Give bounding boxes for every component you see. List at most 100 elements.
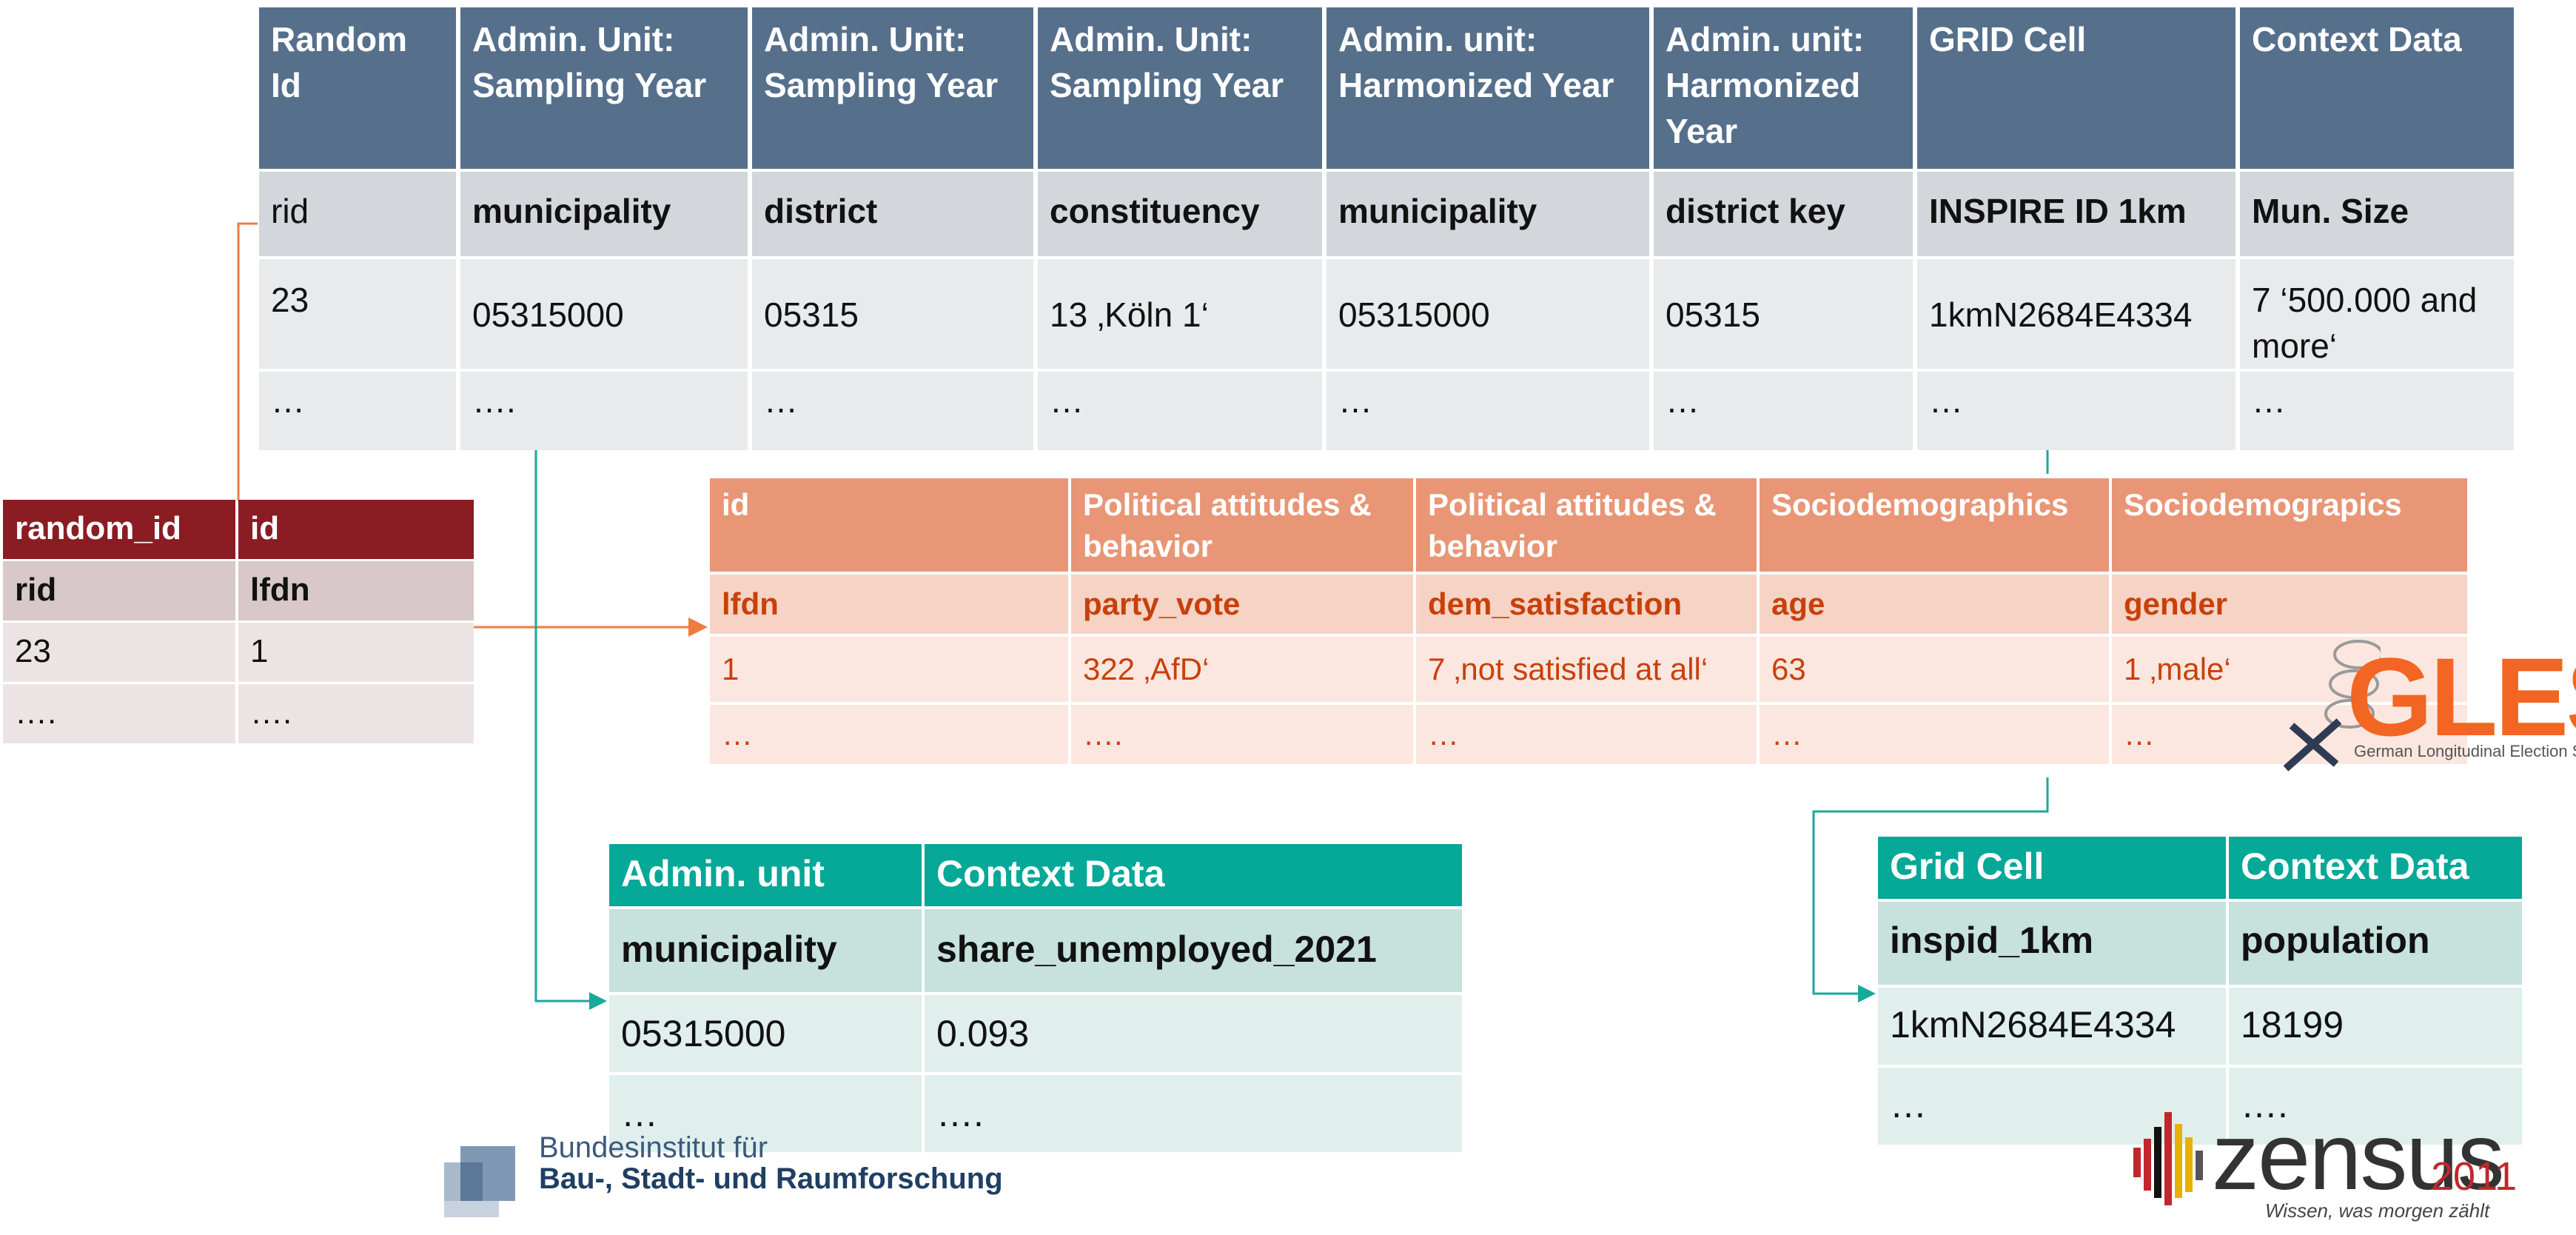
ellipsis-cell: … [1038,372,1322,450]
ballot-box-icon [2283,640,2381,772]
header-cell: Random Id [259,7,456,169]
ellipsis-cell: …. [3,684,235,743]
zensus-wordmark: zensus [2212,1104,2505,1210]
variable-cell: Mun. Size [2240,172,2514,256]
variable-cell: age [1760,575,2109,634]
header-cell: GRID Cell [1917,7,2235,169]
table-header-row: Random Id Admin. Unit: Sampling Year Adm… [259,7,2514,169]
table-row: 23 1 [3,623,474,682]
header-cell: id [238,500,474,559]
bbsr-line2: Bau-, Stadt- und Raumforschung [539,1162,1003,1195]
ellipsis-cell: … [1878,1068,2226,1145]
header-cell: Admin. Unit: Sampling Year [460,7,748,169]
header-cell: Admin. Unit: Sampling Year [752,7,1033,169]
variable-cell: inspid_1km [1878,902,2226,985]
ellipsis-cell: … [259,372,456,450]
header-cell: Sociodemograpics [2112,478,2467,572]
table-header-row: Admin. unit Context Data [609,844,1462,906]
value-cell: 1 ‚male‘ [2112,637,2467,702]
value-cell: 1kmN2684E4334 [1878,988,2226,1065]
ellipsis-cell: … [609,1075,922,1152]
variable-cell: lfdn [710,575,1068,634]
header-cell: Context Data [2240,7,2514,169]
zensus-year: 2011 [2431,1154,2518,1199]
connector-municipality-to-admin [534,431,607,1010]
bbsr-logo: Bundesinstitut für Bau-, Stadt- und Raum… [444,1131,1007,1235]
variable-cell: gender [2112,575,2467,634]
ellipsis-cell: … [1760,705,2109,764]
link-table: random_id id rid lfdn 23 1 …. …. [0,498,477,746]
ellipsis-cell: …. [925,1075,1462,1152]
header-cell: Admin. Unit: Sampling Year [1038,7,1322,169]
value-cell: 05315000 [460,259,748,369]
connector-rid-random-id [237,222,258,501]
value-cell: 23 [3,623,235,682]
ellipsis-cell: … [2240,372,2514,450]
header-cell: Admin. unit: Harmonized Year [1326,7,1649,169]
variable-cell: lfdn [238,561,474,620]
value-cell: 0.093 [925,995,1462,1072]
header-cell: Context Data [925,844,1462,906]
gles-subtitle: German Longitudinal Election Study [2354,742,2576,760]
variable-cell: district key [1654,172,1913,256]
header-cell: id [710,478,1068,572]
value-cell: 1 [238,623,474,682]
header-cell: Political attitudes & behavior [1071,478,1413,572]
table-row: … …. [1878,1068,2522,1145]
value-cell: 05315000 [1326,259,1649,369]
variable-cell: population [2229,902,2522,985]
table-header-row: random_id id [3,500,474,559]
table-header-row: Grid Cell Context Data [1878,837,2522,899]
value-cell: 05315000 [609,995,922,1072]
value-cell: 05315 [752,259,1033,369]
zensus-slogan: Wissen, was morgen zählt [2265,1199,2490,1222]
header-cell: Admin. unit: Harmonized Year [1654,7,1913,169]
variable-cell: municipality [460,172,748,256]
variable-cell: rid [259,172,456,256]
variable-cell: share_unemployed_2021 [925,909,1462,992]
connector-grid-to-table [1812,777,2049,1003]
variable-cell: party_vote [1071,575,1413,634]
ellipsis-cell: …. [1071,705,1413,764]
variable-cell: constituency [1038,172,1322,256]
ellipsis-cell: … [1416,705,1757,764]
variable-row: lfdn party_vote dem_satisfaction age gen… [710,575,2467,634]
zensus-bars-icon [2133,1112,2203,1205]
survey-table: id Political attitudes & behavior Politi… [707,475,2470,767]
value-cell: 23 [259,259,456,369]
table-header-row: id Political attitudes & behavior Politi… [710,478,2467,572]
ellipsis-cell: … [752,372,1033,450]
ellipsis-cell: … [1326,372,1649,450]
variable-cell: district [752,172,1033,256]
variable-row: inspid_1km population [1878,902,2522,985]
value-cell: 05315 [1654,259,1913,369]
ellipsis-cell: … [710,705,1068,764]
header-cell: Context Data [2229,837,2522,899]
value-cell: 1 [710,637,1068,702]
value-cell: 18199 [2229,988,2522,1065]
variable-cell: rid [3,561,235,620]
variable-cell: dem_satisfaction [1416,575,1757,634]
admin-context-table: Admin. unit Context Data municipality sh… [606,841,1465,1155]
table-row: 1kmN2684E4334 18199 [1878,988,2522,1065]
ellipsis-cell: … [2112,705,2467,764]
table-row: … …. … … … [710,705,2467,764]
ellipsis-cell: … [1917,372,2235,450]
ellipsis-cell: …. [460,372,748,450]
value-cell: 63 [1760,637,2109,702]
gles-wordmark: GLES [2347,635,2576,759]
variable-row: rid lfdn [3,561,474,620]
header-cell: Political attitudes & behavior [1416,478,1757,572]
ellipsis-cell: …. [2229,1068,2522,1145]
value-cell: 7 ‘500.000 and more‘ [2240,259,2514,369]
variable-cell: municipality [1326,172,1649,256]
value-cell: 322 ‚AfD‘ [1071,637,1413,702]
value-cell: 7 ‚not satisfied at all‘ [1416,637,1757,702]
ellipsis-cell: …. [238,684,474,743]
ellipsis-cell: … [1654,372,1913,450]
header-cell: Admin. unit [609,844,922,906]
table-row: … …. [609,1075,1462,1152]
zensus-logo: zensus 2011 Wissen, was morgen zählt [2130,1104,2518,1235]
table-row: … …. … … … … … … [259,372,2514,450]
